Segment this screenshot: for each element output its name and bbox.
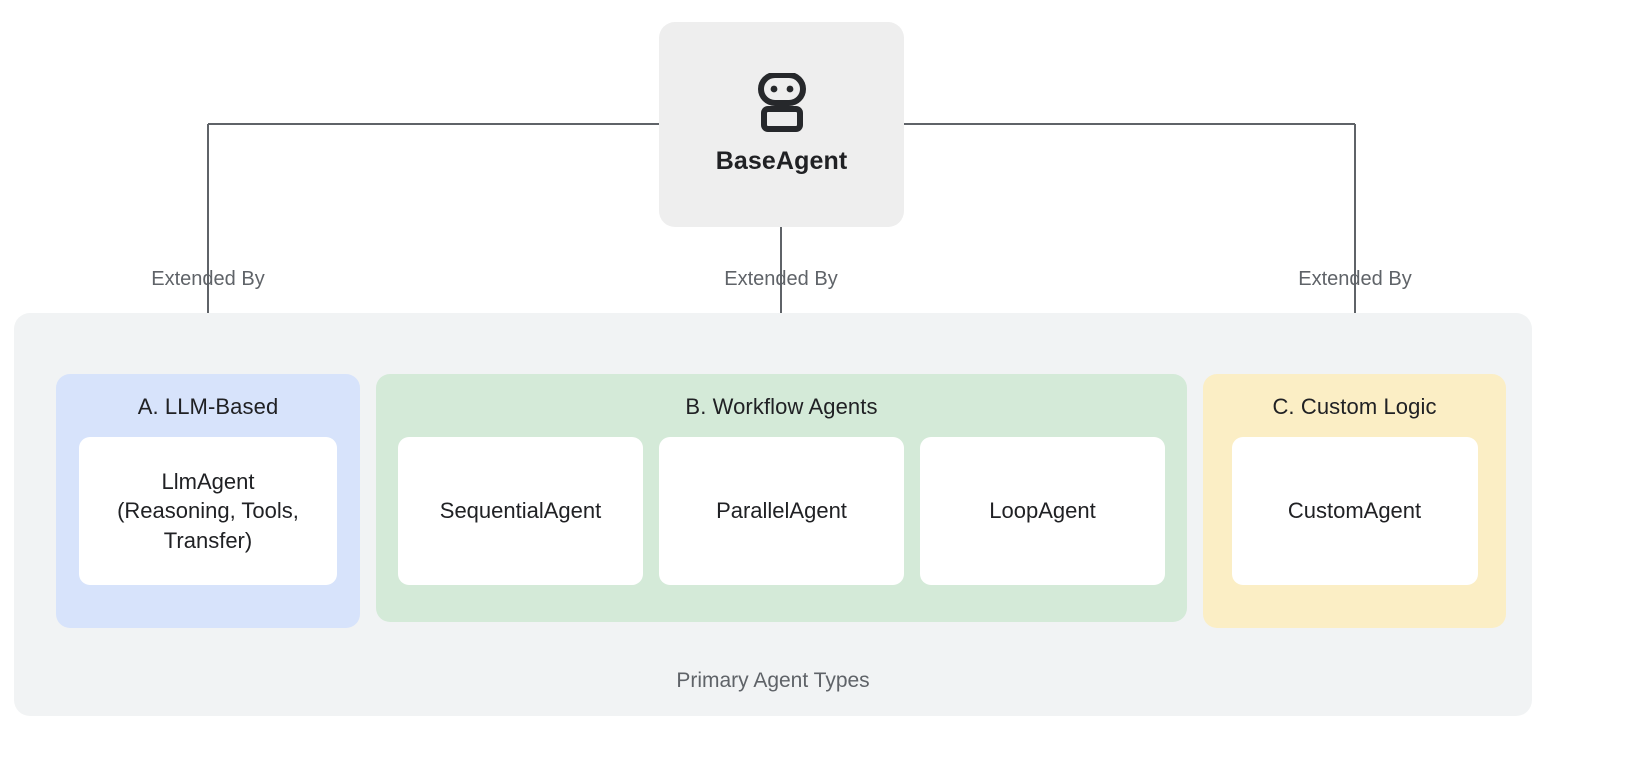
group-custom-logic[interactable]: C. Custom Logic CustomAgent: [1203, 374, 1506, 628]
group-workflow-agents-cards: SequentialAgent ParallelAgent LoopAgent: [376, 437, 1187, 607]
robot-icon: [757, 73, 806, 132]
card-custom-agent[interactable]: CustomAgent: [1231, 437, 1478, 585]
card-loop-agent[interactable]: LoopAgent: [920, 437, 1165, 585]
node-base-agent[interactable]: BaseAgent: [659, 22, 904, 227]
edge-label-middle: Extended By: [724, 268, 838, 290]
node-base-agent-label: BaseAgent: [715, 147, 848, 175]
card-llm-agent[interactable]: LlmAgent(Reasoning, Tools,Transfer): [79, 437, 337, 585]
group-llm-based[interactable]: A. LLM-Based LlmAgent(Reasoning, Tools,T…: [56, 374, 360, 628]
edge-label-left: Extended By: [151, 268, 265, 290]
group-custom-logic-cards: CustomAgent: [1203, 437, 1506, 607]
group-workflow-agents[interactable]: B. Workflow Agents SequentialAgent Paral…: [376, 374, 1187, 622]
group-workflow-agents-title: B. Workflow Agents: [685, 394, 878, 419]
group-llm-based-title: A. LLM-Based: [137, 394, 279, 419]
primary-agent-types-caption: Primary Agent Types: [676, 669, 870, 692]
group-llm-based-cards: LlmAgent(Reasoning, Tools,Transfer): [56, 437, 360, 607]
edge-label-right: Extended By: [1298, 268, 1412, 290]
card-sequential-agent[interactable]: SequentialAgent: [398, 437, 643, 585]
group-custom-logic-title: C. Custom Logic: [1272, 394, 1437, 419]
card-parallel-agent[interactable]: ParallelAgent: [659, 437, 904, 585]
primary-agent-types-panel: A. LLM-Based LlmAgent(Reasoning, Tools,T…: [14, 313, 1532, 716]
